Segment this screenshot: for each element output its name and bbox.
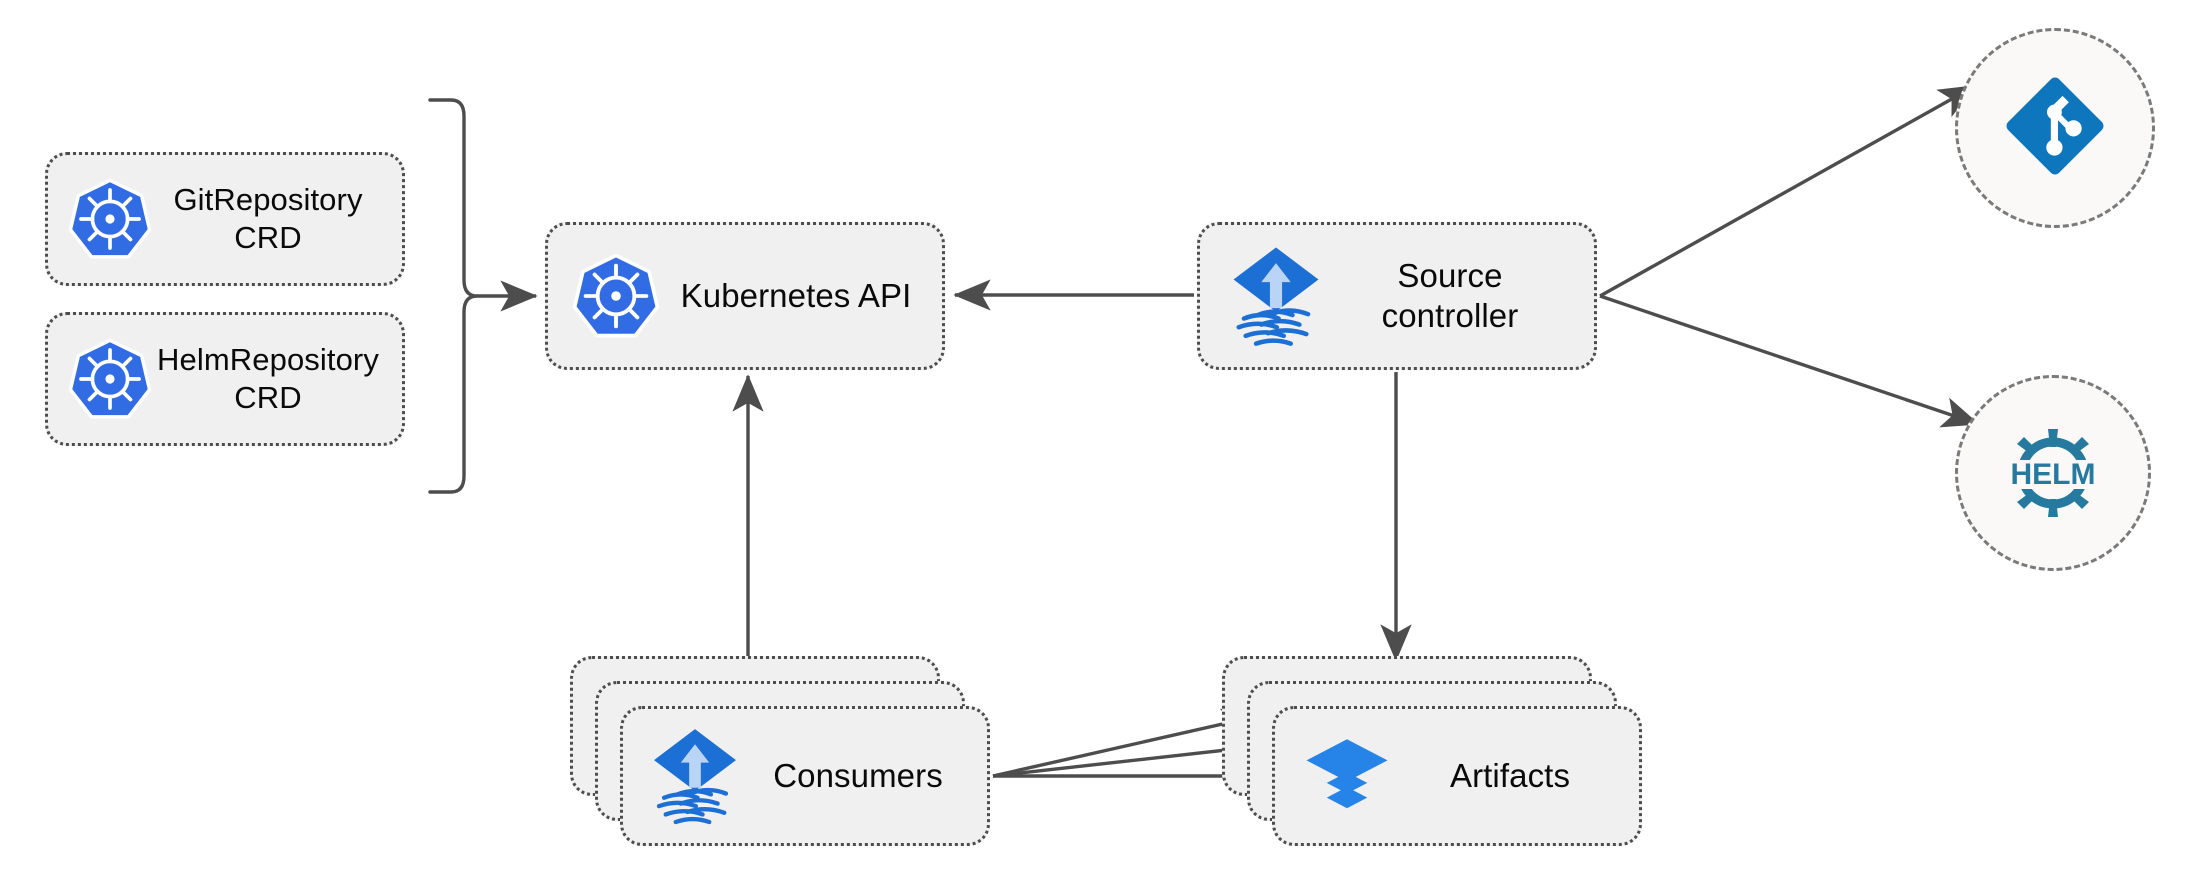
flux-icon [1228,244,1324,348]
node-label: Consumers [773,756,943,794]
helm-wordmark: HELM [2011,458,2096,491]
node-label: Artifacts [1449,756,1571,794]
node-label: Source controller [1381,256,1519,334]
node-label: HelmRepository CRD [157,342,379,415]
helm-icon: HELM [1993,413,2113,533]
node-git-repository[interactable] [1955,28,2155,228]
node-artifacts[interactable]: Artifacts [1272,706,1642,846]
edge-source-controller-to-git [1599,84,1977,298]
node-label: Kubernetes API [680,276,912,314]
flux-icon [649,724,741,828]
edge-source-controller-to-helm [1599,294,1980,428]
node-source-controller[interactable]: Source controller [1197,222,1597,370]
kubernetes-icon [570,250,662,342]
git-icon [1997,68,2113,189]
crd-bracket [428,98,479,494]
kubernetes-icon [66,175,154,263]
node-consumers[interactable]: Consumers [620,706,990,846]
layers-icon [1301,730,1393,822]
node-gitrepository-crd[interactable]: GitRepository CRD [45,152,405,286]
node-label: GitRepository CRD [173,182,363,255]
edge-consumers-to-artifacts-back [992,708,1260,778]
kubernetes-icon [66,335,154,423]
node-kubernetes-api[interactable]: Kubernetes API [545,222,945,370]
node-helm-repository[interactable]: HELM [1955,375,2151,571]
node-helmrepository-crd[interactable]: HelmRepository CRD [45,312,405,446]
